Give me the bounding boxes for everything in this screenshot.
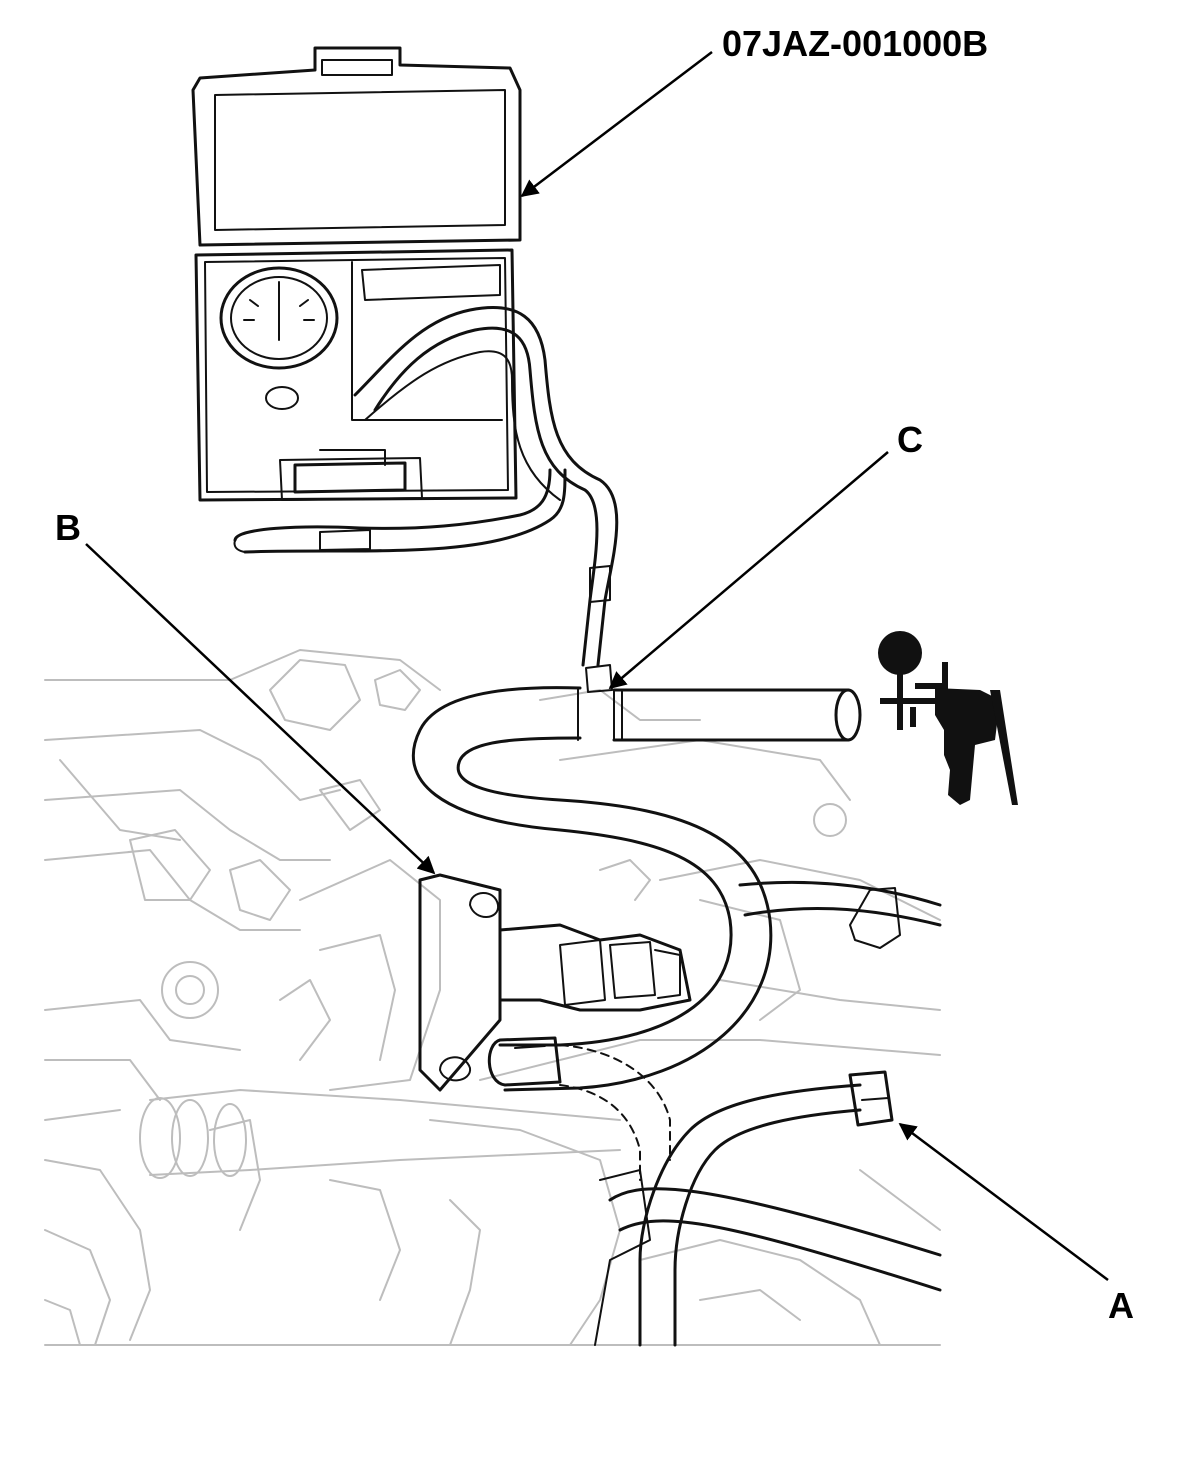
s-hose [411, 686, 862, 1181]
callout-leaders [85, 51, 1109, 1281]
tool-number-label: 07JAZ-001000B [722, 23, 988, 64]
vacuum-pump-icon [878, 631, 1018, 805]
callout-a-label: A [1108, 1285, 1134, 1326]
hose-a [594, 880, 942, 1347]
pressure-gauge-icon [219, 266, 339, 370]
tester-case-icon [191, 46, 522, 502]
engine-outline [44, 649, 941, 1346]
purge-valve [418, 873, 692, 1092]
callout-b-label: B [55, 507, 81, 548]
hose-icon [233, 305, 619, 693]
callout-c-label: C [897, 419, 923, 460]
